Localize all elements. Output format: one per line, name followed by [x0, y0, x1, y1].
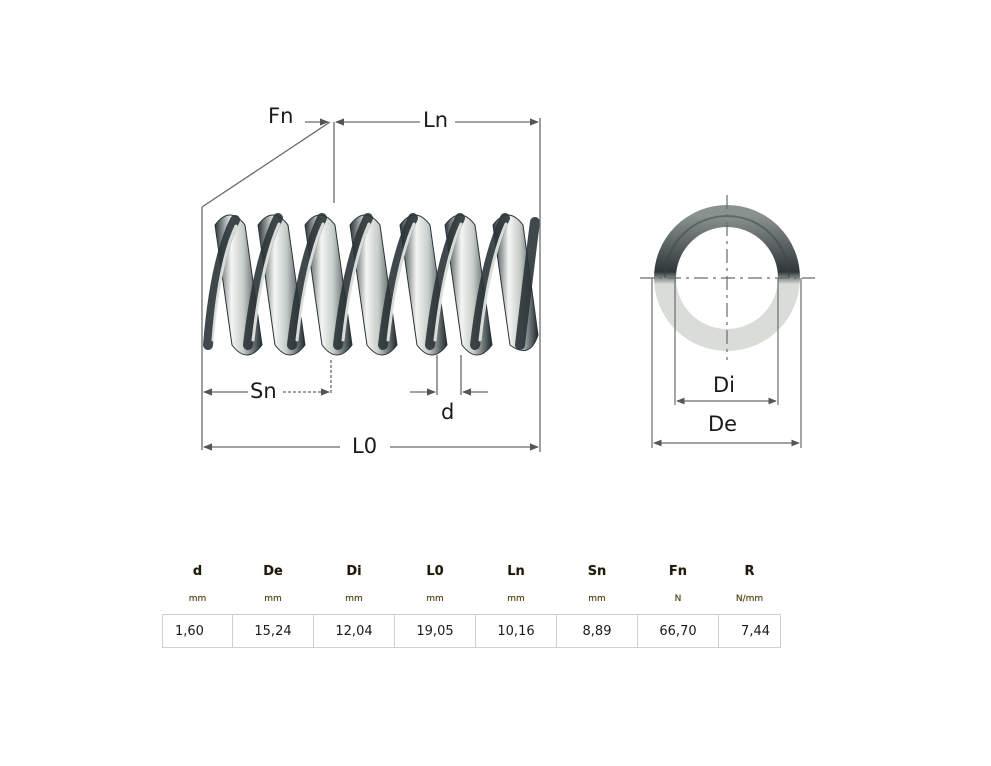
col-header-r: R: [744, 563, 755, 579]
spring-spec-table: d De Di L0 Ln Sn Fn R mm mm mm mm mm mm …: [162, 558, 781, 648]
unit-fn: N: [674, 594, 682, 604]
unit-de: mm: [264, 594, 282, 604]
value-de: 15,24: [232, 614, 314, 648]
label-d: d: [441, 400, 455, 424]
unit-di: mm: [345, 594, 363, 604]
side-dimension-lines: [201, 118, 541, 452]
col-header-ln: Ln: [507, 563, 525, 579]
spring-diagram: Fn Ln Sn d L0 Di De: [201, 104, 815, 458]
col-header-de: De: [263, 563, 283, 579]
value-fn: 66,70: [637, 614, 719, 648]
unit-r: N/mm: [735, 594, 764, 604]
value-di: 12,04: [313, 614, 395, 648]
spring-end-view: [640, 195, 815, 448]
unit-sn: mm: [588, 594, 606, 604]
label-l0: L0: [352, 434, 378, 458]
value-r: 7,44: [718, 614, 781, 648]
unit-d: mm: [188, 594, 207, 604]
table-header-row: d De Di L0 Ln Sn Fn R: [163, 558, 781, 584]
value-sn: 8,89: [556, 614, 638, 648]
label-de: De: [708, 412, 738, 436]
col-header-d: d: [192, 563, 203, 579]
spring-coils: [203, 213, 540, 356]
value-ln: 10,16: [475, 614, 557, 648]
unit-l0: mm: [426, 594, 444, 604]
label-fn: Fn: [268, 104, 294, 128]
label-di: Di: [713, 373, 736, 397]
compression-spring-illustration: [201, 118, 815, 452]
label-sn: Sn: [250, 379, 277, 403]
value-d: 1,60: [162, 614, 233, 648]
col-header-di: Di: [346, 563, 362, 579]
table-row: 1,60 15,24 12,04 19,05 10,16 8,89 66,70 …: [162, 614, 781, 648]
unit-ln: mm: [507, 594, 525, 604]
label-ln: Ln: [423, 108, 449, 132]
col-header-l0: L0: [426, 563, 444, 579]
col-header-sn: Sn: [587, 563, 607, 579]
col-header-fn: Fn: [668, 563, 688, 579]
value-l0: 19,05: [394, 614, 476, 648]
table-units-row: mm mm mm mm mm mm N N/mm: [163, 584, 781, 615]
